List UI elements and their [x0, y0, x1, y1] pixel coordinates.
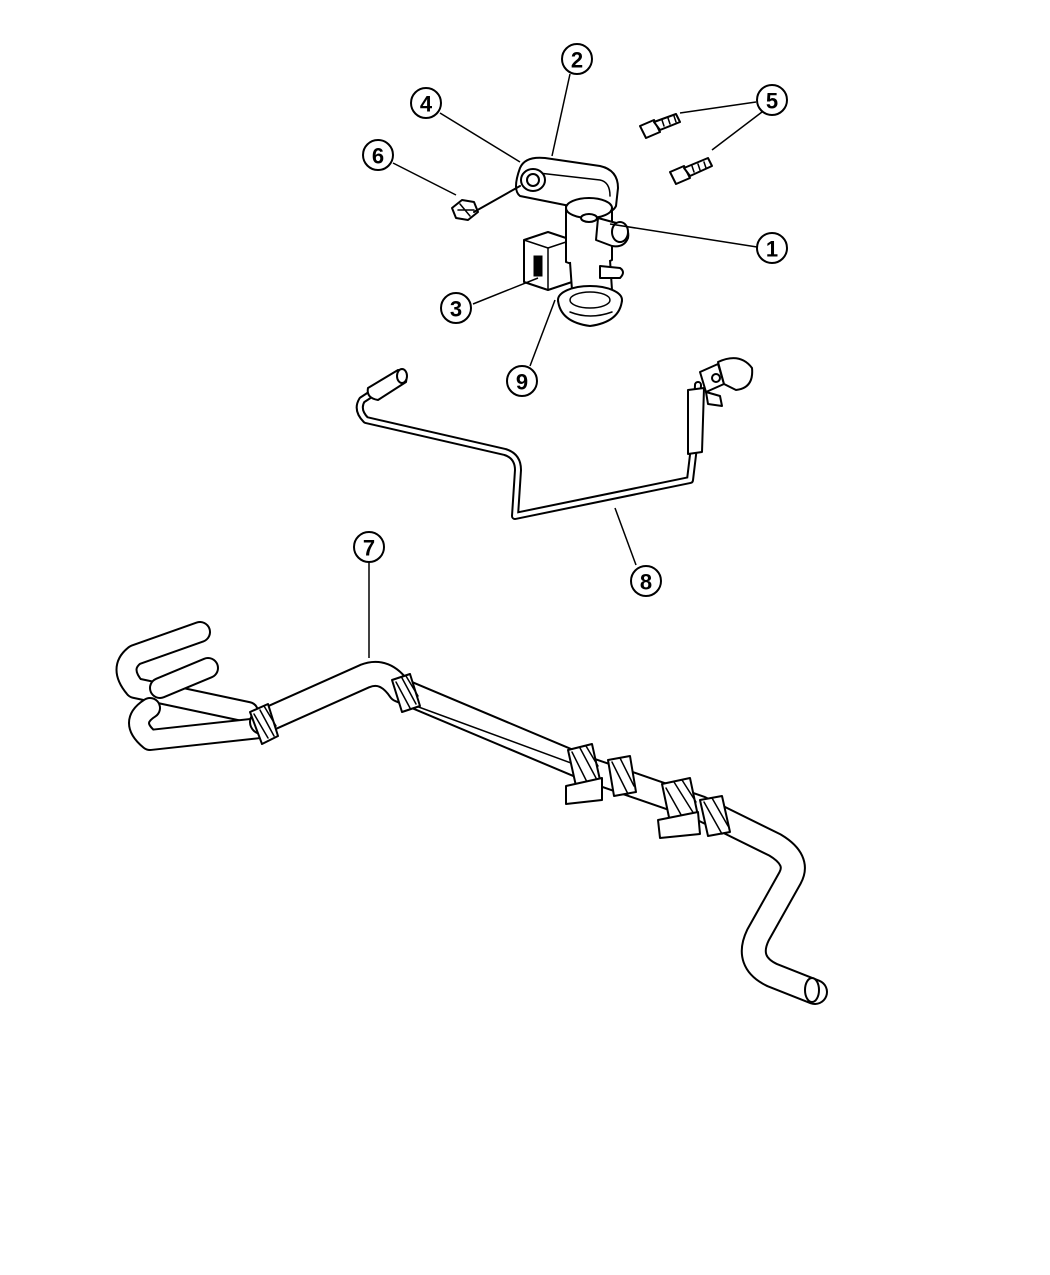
callout-7-label: 7: [363, 536, 375, 561]
callout-1-label: 1: [766, 237, 778, 262]
callout-5-label: 5: [766, 89, 778, 114]
tube-clamp-2: [391, 673, 421, 713]
tube-clamp-5: [657, 777, 701, 839]
fitting-screw-2: [669, 157, 713, 185]
tube-clamp-3: [565, 743, 603, 805]
tube-clamp-6: [699, 795, 731, 837]
fitting-screw-1: [639, 113, 681, 139]
callout-5: 5: [756, 84, 788, 116]
callout-3-label: 3: [450, 297, 462, 322]
tube-clamp-4: [607, 755, 637, 797]
leader-lines: [368, 73, 763, 658]
callout-2: 2: [561, 43, 593, 75]
callout-2-label: 2: [571, 48, 583, 73]
callout-7: 7: [353, 531, 385, 563]
tube-clamp-1: [249, 703, 279, 745]
callout-6-label: 6: [372, 144, 384, 169]
callout-3: 3: [440, 292, 472, 324]
callout-1: 1: [756, 232, 788, 264]
callout-8-label: 8: [640, 570, 652, 595]
main-tube-assembly: [115, 621, 828, 1005]
callout-8: 8: [630, 565, 662, 597]
callout-4: 4: [410, 87, 442, 119]
callout-9-label: 9: [516, 370, 528, 395]
callout-4-label: 4: [420, 92, 433, 117]
callout-6: 6: [362, 139, 394, 171]
callout-9: 9: [506, 365, 538, 397]
vacuum-hose-assembly: [355, 357, 754, 520]
solenoid-assembly: [515, 156, 630, 327]
nut: [451, 185, 521, 221]
